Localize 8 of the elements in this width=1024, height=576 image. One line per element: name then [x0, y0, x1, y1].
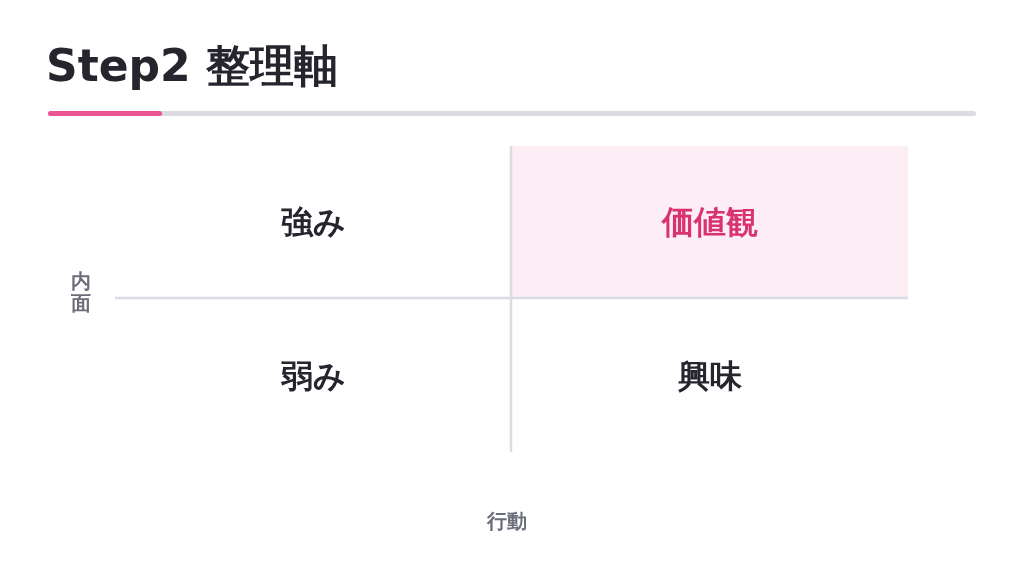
quadrant-label: 価値観	[662, 201, 758, 242]
title: Step2 整理軸	[46, 39, 338, 93]
highlighted-quadrant	[512, 146, 908, 297]
quadrant-label: 弱み	[280, 355, 346, 396]
quadrant-label: 興味	[678, 355, 742, 396]
axis-label: 行動	[487, 510, 527, 532]
axis-label: 内面	[71, 270, 91, 314]
quadrant-label: 強み	[280, 201, 346, 242]
